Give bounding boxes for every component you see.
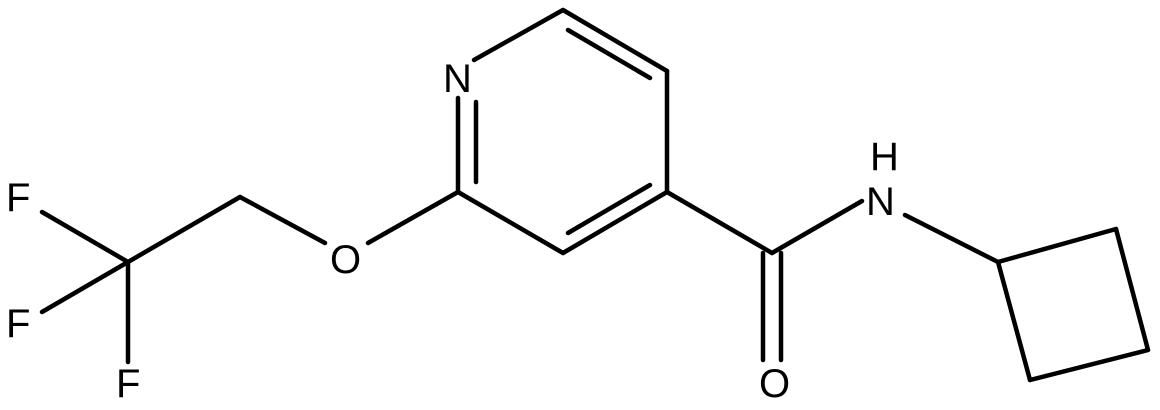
atom-label-f-bottom: F [116,362,140,406]
bond-c5-c6 [455,189,566,256]
atom-label-f-top: F [6,176,30,220]
atom-label-n-pyridine: N [443,57,472,101]
bond-camide-n [769,198,865,256]
bond-n-cyclobutyl [902,212,1001,265]
pyridine-ring [455,7,670,256]
trifluoroethoxy-group [39,189,461,365]
amide-group [664,189,1001,363]
bond-c6-o [365,189,461,246]
atom-label-o-carbonyl: O [759,362,790,406]
bond-ch2-cf3 [125,194,243,265]
bond-cb-1 [995,226,1119,265]
bond-c2-c3 [560,7,670,74]
atom-label-n-amide: N [866,180,895,224]
bond-n1-c2 [471,7,566,63]
bond-c2-c3-inner [565,27,653,81]
bond-o-ch2 [237,194,328,246]
bond-c4-camide [664,189,775,256]
bond-cb-4 [995,259,1033,383]
bond-c-f1 [39,209,131,265]
bond-cb-3 [1027,347,1151,383]
bond-c4-c5-inner [565,182,653,236]
bond-c-f2 [39,259,131,315]
atom-label-h-amide: H [870,135,899,179]
bond-cb-2 [1113,226,1151,353]
atom-label-o-ether: O [330,238,361,282]
atom-label-f-middle: F [6,302,30,346]
cyclobutane-ring [995,226,1151,383]
bond-c4-c5 [560,189,670,256]
